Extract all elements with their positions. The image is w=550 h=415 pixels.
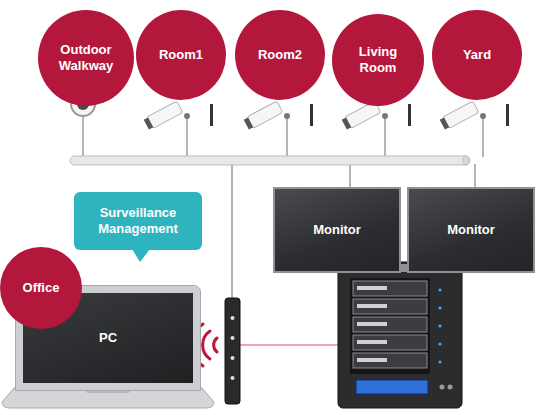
speech-bubble: Surveillance Management [74, 192, 202, 250]
location-circle: Outdoor Walkway [38, 10, 134, 106]
wireless-router [225, 298, 240, 404]
node-label: Office [23, 280, 60, 296]
node-label: Surveillance Management [83, 205, 193, 236]
node-label: Room1 [159, 47, 203, 63]
node-label: Living Room [343, 44, 413, 75]
bullet-camera [439, 101, 509, 130]
monitor-screen: Monitor [407, 187, 535, 273]
monitor-screen: Monitor [273, 187, 401, 273]
nas-storage [338, 262, 462, 408]
bus-cap [463, 156, 469, 165]
bullet-camera [143, 101, 213, 130]
bullet-camera [243, 101, 313, 130]
location-circle: Room1 [136, 10, 226, 100]
node-label: Room2 [258, 47, 302, 63]
node-label: Monitor [447, 222, 495, 238]
location-circle: Yard [432, 10, 522, 100]
location-circle: Living Room [332, 14, 424, 106]
node-label: Monitor [313, 222, 361, 238]
node-label: Yard [463, 47, 491, 63]
node-label: PC [99, 330, 117, 346]
location-circle: Office [0, 247, 82, 329]
network-bus [70, 156, 470, 165]
node-label: Outdoor Walkway [50, 42, 122, 73]
laptop-base [2, 388, 214, 408]
network-cable [240, 344, 338, 346]
location-circle: Room2 [235, 10, 325, 100]
